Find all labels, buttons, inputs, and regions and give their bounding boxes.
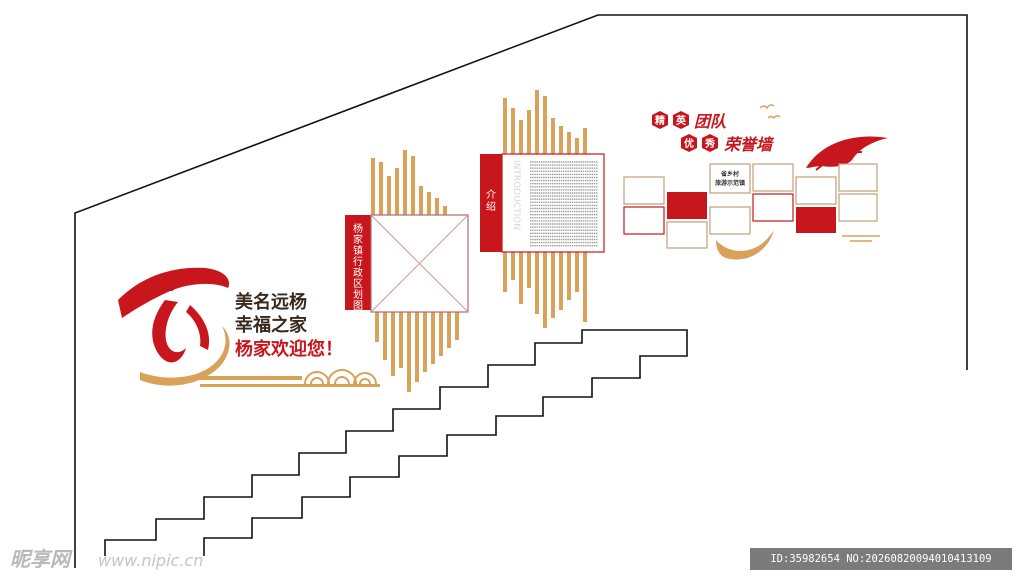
intro-label-banner	[480, 154, 502, 252]
welcome-line-2: 幸福之家	[235, 314, 308, 336]
wall-outline	[74, 14, 968, 568]
honor-photo-frames: 省乡村 旅游示范镇	[623, 163, 878, 249]
map-label-banner	[345, 215, 371, 310]
title-char-you: 优	[684, 137, 694, 150]
red-ribbon-ornament	[806, 136, 888, 168]
honor-center-card	[709, 163, 751, 194]
welcome-sign: 家 美名远杨 幸福之家 杨家欢迎您！	[118, 267, 380, 387]
intro-label: 介绍	[486, 189, 496, 213]
gold-swoosh-ornament	[716, 230, 774, 260]
welcome-line-3: 杨家欢迎您！	[235, 338, 343, 360]
administrative-map-panel: 杨家镇行政区划图	[345, 150, 469, 392]
intro-text-placeholder-lines	[530, 161, 598, 247]
center-card-line-2: 旅游示范镇	[714, 179, 745, 187]
introduction-panel: 介绍 INTRODUCTION	[480, 90, 605, 328]
cloud-base-ornament	[190, 369, 380, 387]
welcome-line-1: 美名远杨	[235, 291, 307, 313]
center-card-line-1: 省乡村	[720, 170, 739, 178]
image-id-bar: ID:35982654 NO:20260820094010413109	[750, 548, 1012, 570]
title-char-xiu: 秀	[704, 137, 715, 150]
staircase-outline	[104, 329, 688, 556]
family-character-logo: 家	[118, 267, 230, 386]
intro-vertical-watermark: INTRODUCTION	[511, 160, 521, 230]
gold-bar-cluster-right	[503, 90, 587, 328]
watermark-url: www.nipic.cn	[98, 551, 203, 570]
honor-wall: 精 英 团队 优 秀 荣誉墙 省乡村 旅游示范镇	[623, 104, 888, 260]
site-watermark: 昵享网 www.nipic.cn	[10, 547, 203, 571]
title-honor-wall: 荣誉墙	[724, 135, 775, 154]
image-id-text: ID:35982654 NO:20260820094010413109	[770, 553, 992, 565]
watermark-logo: 昵享网	[10, 547, 73, 571]
honor-base-lines	[842, 235, 880, 242]
title-team: 团队	[694, 112, 727, 131]
birds-icon	[759, 104, 781, 120]
honor-title: 精 英 团队 优 秀 荣誉墙	[652, 111, 775, 154]
map-label: 杨家镇行政区划图	[353, 222, 363, 312]
title-char-jing: 精	[655, 114, 665, 127]
title-char-ying: 英	[675, 114, 687, 127]
gold-bar-cluster-left	[371, 150, 459, 392]
